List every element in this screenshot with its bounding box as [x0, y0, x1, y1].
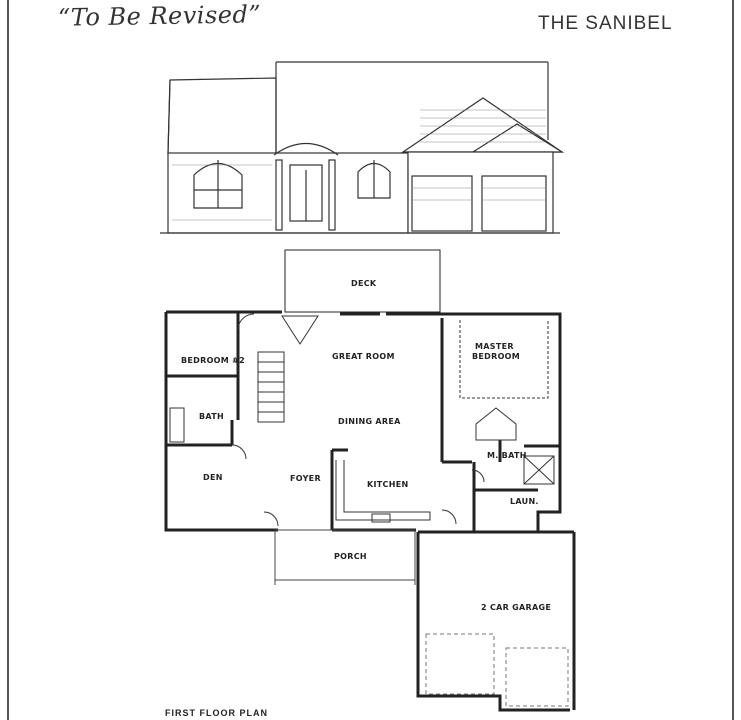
sheet-right-edge	[732, 0, 734, 720]
room-label-master-bath: M. BATH	[487, 451, 527, 460]
room-label-bedroom-2: BEDROOM #2	[181, 356, 245, 365]
room-label-kitchen: KITCHEN	[367, 480, 409, 489]
plan-title: FIRST FLOOR PLAN	[165, 708, 268, 718]
room-label-deck: DECK	[351, 279, 377, 288]
room-label-porch: PORCH	[334, 552, 367, 561]
room-label-dining-area: DINING AREA	[338, 417, 401, 426]
room-label-great-room: GREAT ROOM	[332, 352, 395, 361]
room-label-garage: 2 CAR GARAGE	[481, 603, 552, 612]
room-label-den: DEN	[203, 473, 223, 482]
room-label-master-line2: BEDROOM	[472, 352, 521, 361]
room-label-bath: BATH	[199, 412, 225, 421]
sheet-left-edge	[7, 0, 9, 720]
room-label-foyer: FOYER	[290, 474, 321, 483]
model-name: THE SANIBEL	[538, 13, 673, 34]
room-label-laundry: LAUN.	[510, 497, 539, 506]
room-label-master-line1: MASTER	[475, 342, 514, 351]
